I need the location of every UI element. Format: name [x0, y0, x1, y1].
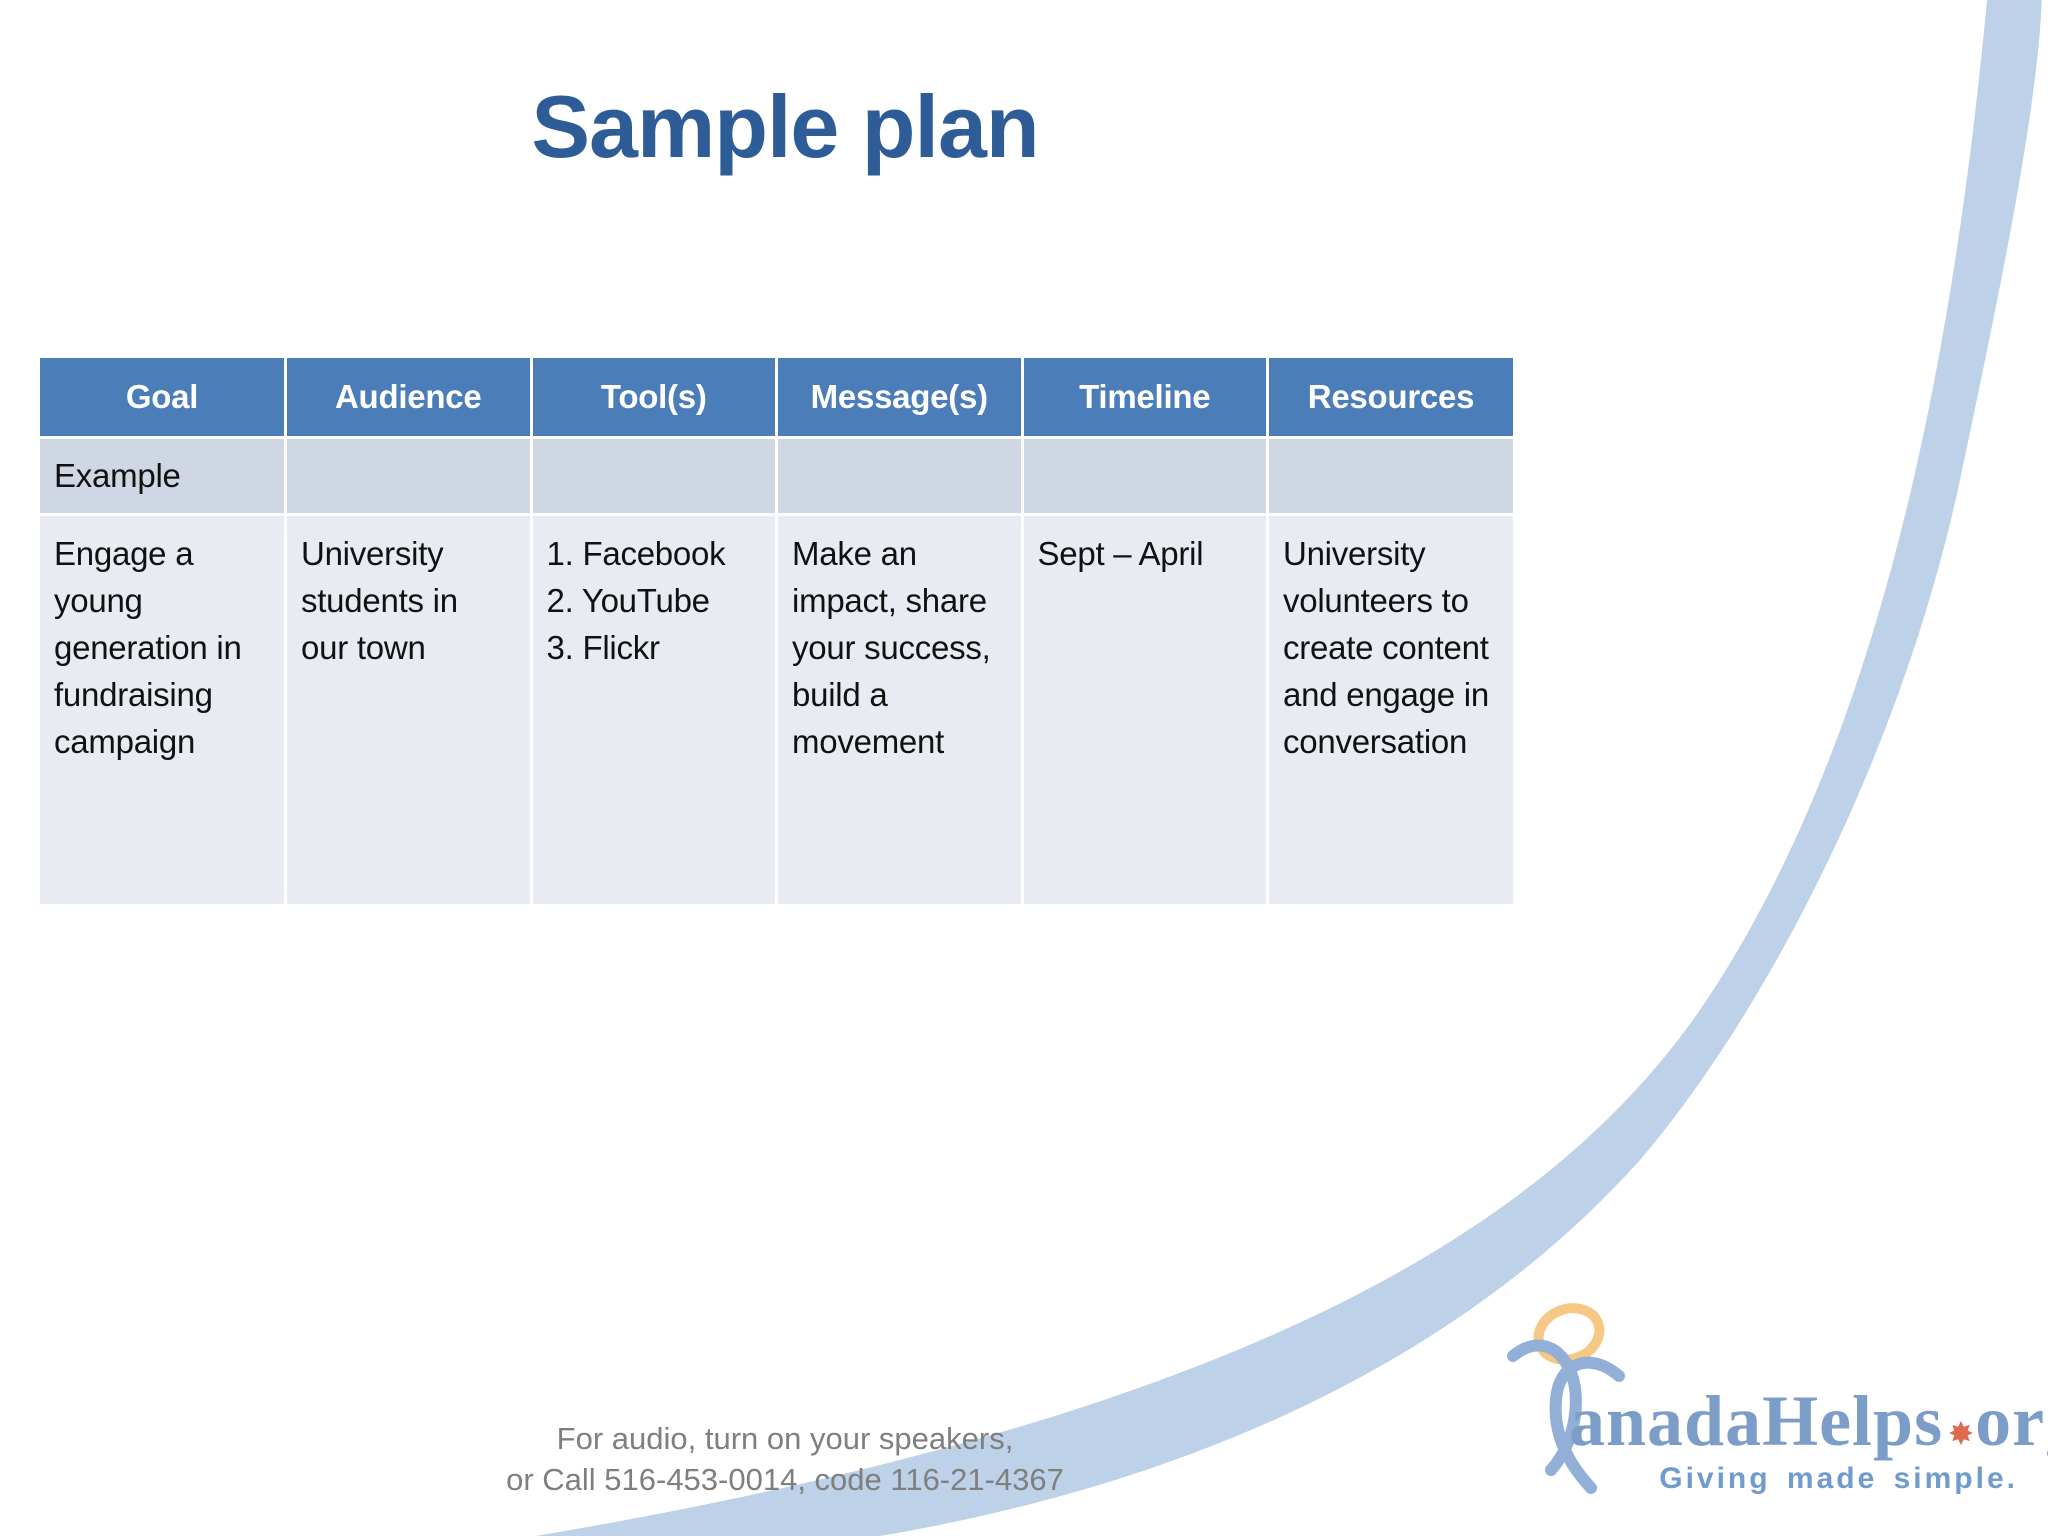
goal-cell: Engage a young generation in fundraising… [40, 513, 287, 904]
tools-item: 1. Facebook [546, 535, 726, 572]
tools-item: 3. Flickr [546, 629, 660, 666]
resources-cell: University volunteers to create content … [1266, 513, 1513, 904]
timeline-cell: Sept – April [1020, 513, 1269, 904]
logo-tagline: Giving made simple. [1659, 1462, 2018, 1495]
table-header-row: Goal Audience Tool(s) Message(s) Timelin… [40, 358, 1513, 439]
person-figure-icon [1507, 1303, 1625, 1494]
empty-cell [1266, 436, 1513, 516]
empty-cell [1020, 436, 1269, 516]
tools-item: 2. YouTube [546, 582, 711, 619]
column-header-resources: Resources [1266, 358, 1513, 439]
page-title: Sample plan [531, 77, 1039, 176]
logo-wordmark: anadaHelps org [1569, 1380, 2048, 1463]
empty-cell [775, 436, 1024, 516]
column-header-messages: Message(s) [775, 358, 1024, 439]
audience-cell: University students in our town [284, 513, 533, 904]
maple-leaf-icon [1949, 1421, 1974, 1445]
canadahelps-logo: anadaHelps org Giving made simple. [1505, 1292, 2048, 1522]
logo-tld-text: org [1975, 1381, 2048, 1461]
tools-cell: 1. Facebook 2. YouTube 3. Flickr [529, 513, 778, 904]
example-label-cell: Example [40, 436, 287, 516]
logo-name-text: anadaHelps [1569, 1381, 1944, 1461]
sample-plan-table: Goal Audience Tool(s) Message(s) Timelin… [40, 358, 1513, 904]
footer-line-1: For audio, turn on your speakers, [556, 1421, 1014, 1456]
example-row: Example [40, 436, 1513, 516]
column-header-audience: Audience [284, 358, 533, 439]
messages-cell: Make an impact, share your success, buil… [775, 513, 1024, 904]
empty-cell [529, 436, 778, 516]
footer-note: For audio, turn on your speakers, or Cal… [0, 1418, 1570, 1500]
footer-line-2: or Call 516-453-0014, code 116-21-4367 [506, 1462, 1064, 1497]
plan-data-row: Engage a young generation in fundraising… [40, 513, 1513, 904]
column-header-timeline: Timeline [1020, 358, 1269, 439]
column-header-goal: Goal [40, 358, 287, 439]
empty-cell [284, 436, 533, 516]
column-header-tools: Tool(s) [529, 358, 778, 439]
